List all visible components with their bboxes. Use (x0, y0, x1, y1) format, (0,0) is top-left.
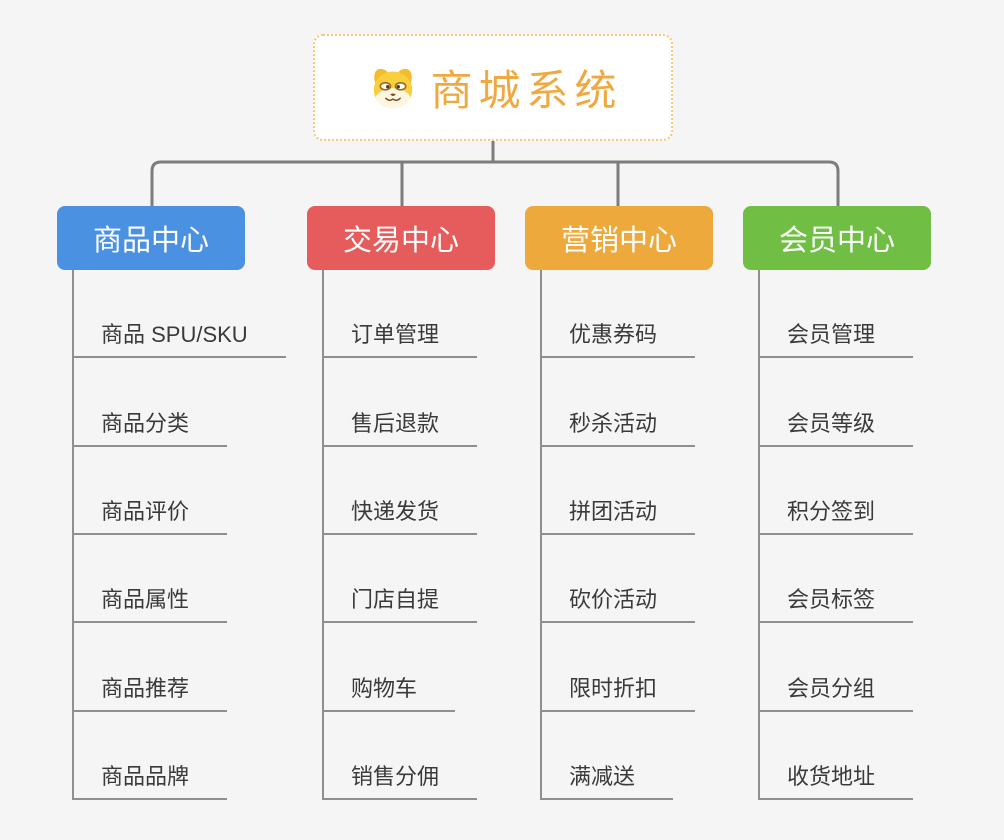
leaf-slot: 快递发货 (324, 447, 544, 535)
branch-label: 会员中心 (778, 225, 895, 257)
leaf-node[interactable]: 拼团活动 (542, 497, 696, 535)
leaf-node[interactable]: 限时折扣 (542, 674, 696, 712)
leaf-node[interactable]: 商品评价 (74, 497, 228, 535)
leaf-node[interactable]: 快递发货 (324, 497, 478, 535)
leaf-node[interactable]: 商品品牌 (74, 762, 228, 800)
branch-label: 营销中心 (560, 225, 677, 257)
root-title: 商城系统 (430, 67, 623, 114)
leaf-column-member: 会员管理 会员等级 积分签到 会员标签 会员分组 收货地址 (758, 270, 980, 800)
branch-label: 交易中心 (342, 225, 459, 257)
leaf-node[interactable]: 订单管理 (324, 320, 478, 359)
leaf-slot: 会员分组 (760, 623, 980, 712)
leaf-node[interactable]: 会员标签 (760, 585, 914, 624)
leaf-node[interactable]: 积分签到 (760, 497, 914, 535)
leaf-column-product: 商品 SPU/SKU 商品分类 商品评价 商品属性 商品推荐 商品品牌 (72, 270, 294, 800)
leaf-node[interactable]: 收货地址 (760, 762, 914, 800)
leaf-slot: 会员等级 (760, 358, 980, 447)
leaf-node[interactable]: 砍价活动 (542, 585, 696, 624)
leaf-column-marketing: 优惠券码 秒杀活动 拼团活动 砍价活动 限时折扣 满减送 (540, 270, 762, 800)
branch-label: 商品中心 (92, 225, 209, 257)
leaf-slot: 优惠券码 (542, 270, 762, 359)
leaf-slot: 积分签到 (760, 447, 980, 535)
leaf-node[interactable]: 秒杀活动 (542, 409, 696, 447)
leaf-slot: 会员标签 (760, 535, 980, 624)
leaf-slot: 门店自提 (324, 535, 544, 624)
leaf-node[interactable]: 商品推荐 (74, 674, 228, 712)
leaf-slot: 商品属性 (74, 535, 294, 624)
leaf-column-trade: 订单管理 售后退款 快递发货 门店自提 购物车 销售分佣 (322, 270, 544, 800)
leaf-node[interactable]: 会员管理 (760, 320, 914, 359)
leaf-slot: 限时折扣 (542, 623, 762, 712)
leaf-slot: 订单管理 (324, 270, 544, 359)
leaf-node[interactable]: 售后退款 (324, 409, 478, 447)
leaf-slot: 商品推荐 (74, 623, 294, 712)
root-node[interactable]: 商城系统 (313, 34, 673, 141)
leaf-slot: 满减送 (542, 712, 762, 800)
leaf-slot: 商品分类 (74, 358, 294, 447)
leaf-node[interactable]: 购物车 (324, 674, 456, 712)
leaf-slot: 商品 SPU/SKU (74, 270, 294, 359)
leaf-node[interactable]: 门店自提 (324, 585, 478, 624)
branch-node-trade-center[interactable]: 交易中心 (307, 206, 495, 270)
leaf-node[interactable]: 销售分佣 (324, 762, 478, 800)
leaf-node[interactable]: 优惠券码 (542, 320, 696, 359)
leaf-node[interactable]: 商品 SPU/SKU (74, 320, 286, 359)
leaf-slot: 商品评价 (74, 447, 294, 535)
branch-node-marketing-center[interactable]: 营销中心 (525, 206, 713, 270)
leaf-node[interactable]: 满减送 (542, 762, 674, 800)
leaf-slot: 砍价活动 (542, 535, 762, 624)
leaf-node[interactable]: 会员分组 (760, 674, 914, 712)
branch-node-member-center[interactable]: 会员中心 (743, 206, 931, 270)
leaf-node[interactable]: 商品属性 (74, 585, 228, 624)
leaf-slot: 商品品牌 (74, 712, 294, 800)
leaf-slot: 售后退款 (324, 358, 544, 447)
branch-node-product-center[interactable]: 商品中心 (57, 206, 245, 270)
leaf-slot: 收货地址 (760, 712, 980, 800)
leaf-slot: 会员管理 (760, 270, 980, 359)
leaf-slot: 销售分佣 (324, 712, 544, 800)
leaf-slot: 秒杀活动 (542, 358, 762, 447)
leaf-slot: 购物车 (324, 623, 544, 712)
leaf-node[interactable]: 会员等级 (760, 409, 914, 447)
leaf-slot: 拼团活动 (542, 447, 762, 535)
shiba-dog-icon (374, 68, 413, 109)
leaf-node[interactable]: 商品分类 (74, 409, 228, 447)
